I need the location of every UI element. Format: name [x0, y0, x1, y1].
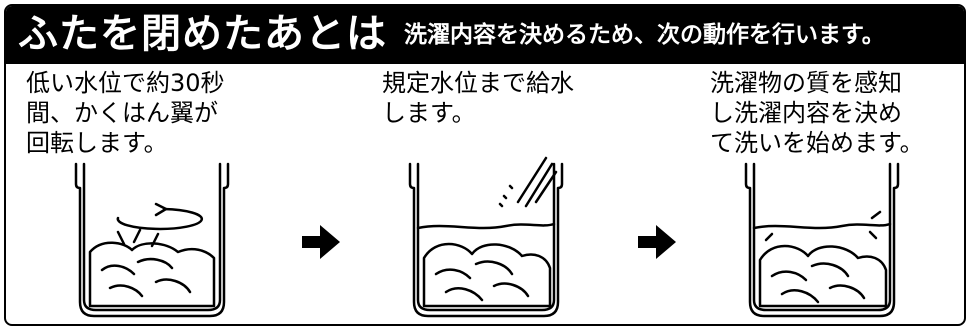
page-subtitle: 洗濯内容を決めるため、次の動作を行います。	[404, 22, 885, 48]
washer-tub-rotation-icon	[74, 162, 230, 318]
step-3-description: 洗濯物の質を感知 し洗濯内容を決め て洗いを始めます。	[710, 69, 924, 157]
step-2-description: 規定水位まで給水 します。	[382, 69, 574, 127]
arrow-right-icon	[302, 225, 340, 259]
washer-tub-water-filling-icon	[408, 156, 564, 318]
arrow-right-icon	[638, 225, 676, 259]
header-bar: ふたを閉めたあとは 洗濯内容を決めるため、次の動作を行います。	[6, 6, 964, 64]
illustrations	[74, 156, 900, 318]
page-title: ふたを閉めたあとは	[18, 11, 387, 57]
step-1-description: 低い水位で約30秒 間、かくはん翼が 回転します。	[26, 69, 225, 157]
instruction-panel: ふたを閉めたあとは 洗濯内容を決めるため、次の動作を行います。 低い水位で約30…	[4, 4, 966, 326]
washer-tub-washing-icon	[744, 162, 900, 318]
